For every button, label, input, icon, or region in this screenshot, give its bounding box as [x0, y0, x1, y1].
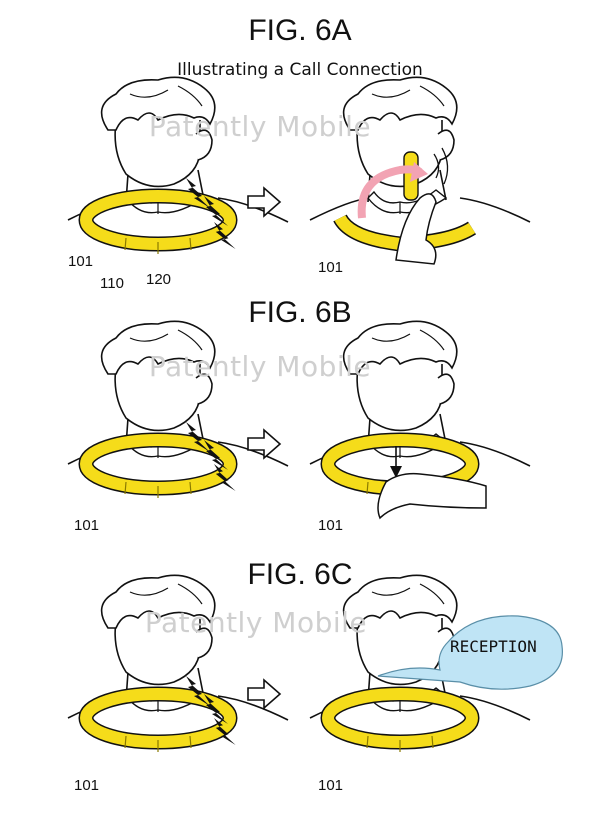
fig-6a-label-101: 101	[68, 253, 93, 270]
watermark-6a: Patently Mobile	[148, 110, 372, 143]
fig-6a-title: FIG. 6A	[248, 14, 352, 47]
fig-6b-label-101: 101	[74, 517, 99, 534]
fig-6a-label-120: 120	[146, 271, 171, 288]
fig-6a-arrow	[247, 187, 281, 217]
fig-6c-label-101-right: 101	[318, 777, 343, 794]
fig-6b-left-person	[67, 320, 289, 498]
fig-6a-label-101-right: 101	[318, 259, 343, 276]
fig-6c-arrow	[247, 679, 281, 709]
fig-6a-left-person	[67, 76, 289, 254]
fig-6b-right-person	[309, 320, 531, 520]
fig-6b-arrow	[247, 429, 281, 459]
fig-6a-subtitle: Illustrating a Call Connection	[177, 60, 423, 80]
watermark-6b: Patently Mobile	[148, 350, 372, 383]
fig-6c-label-101: 101	[74, 777, 99, 794]
fig-6a-label-110: 110	[100, 275, 124, 292]
watermark-6c: Patently Mobile	[144, 606, 368, 639]
fig-6c-left-person	[67, 574, 289, 752]
fig-6b-label-101-right: 101	[318, 517, 343, 534]
fig-6a-right-person	[309, 76, 531, 265]
speech-bubble: RECEPTION	[377, 615, 563, 690]
fig-6c-title: FIG. 6C	[247, 558, 353, 591]
fig-6b-title: FIG. 6B	[248, 296, 352, 329]
speech-bubble-text: RECEPTION	[450, 637, 537, 656]
